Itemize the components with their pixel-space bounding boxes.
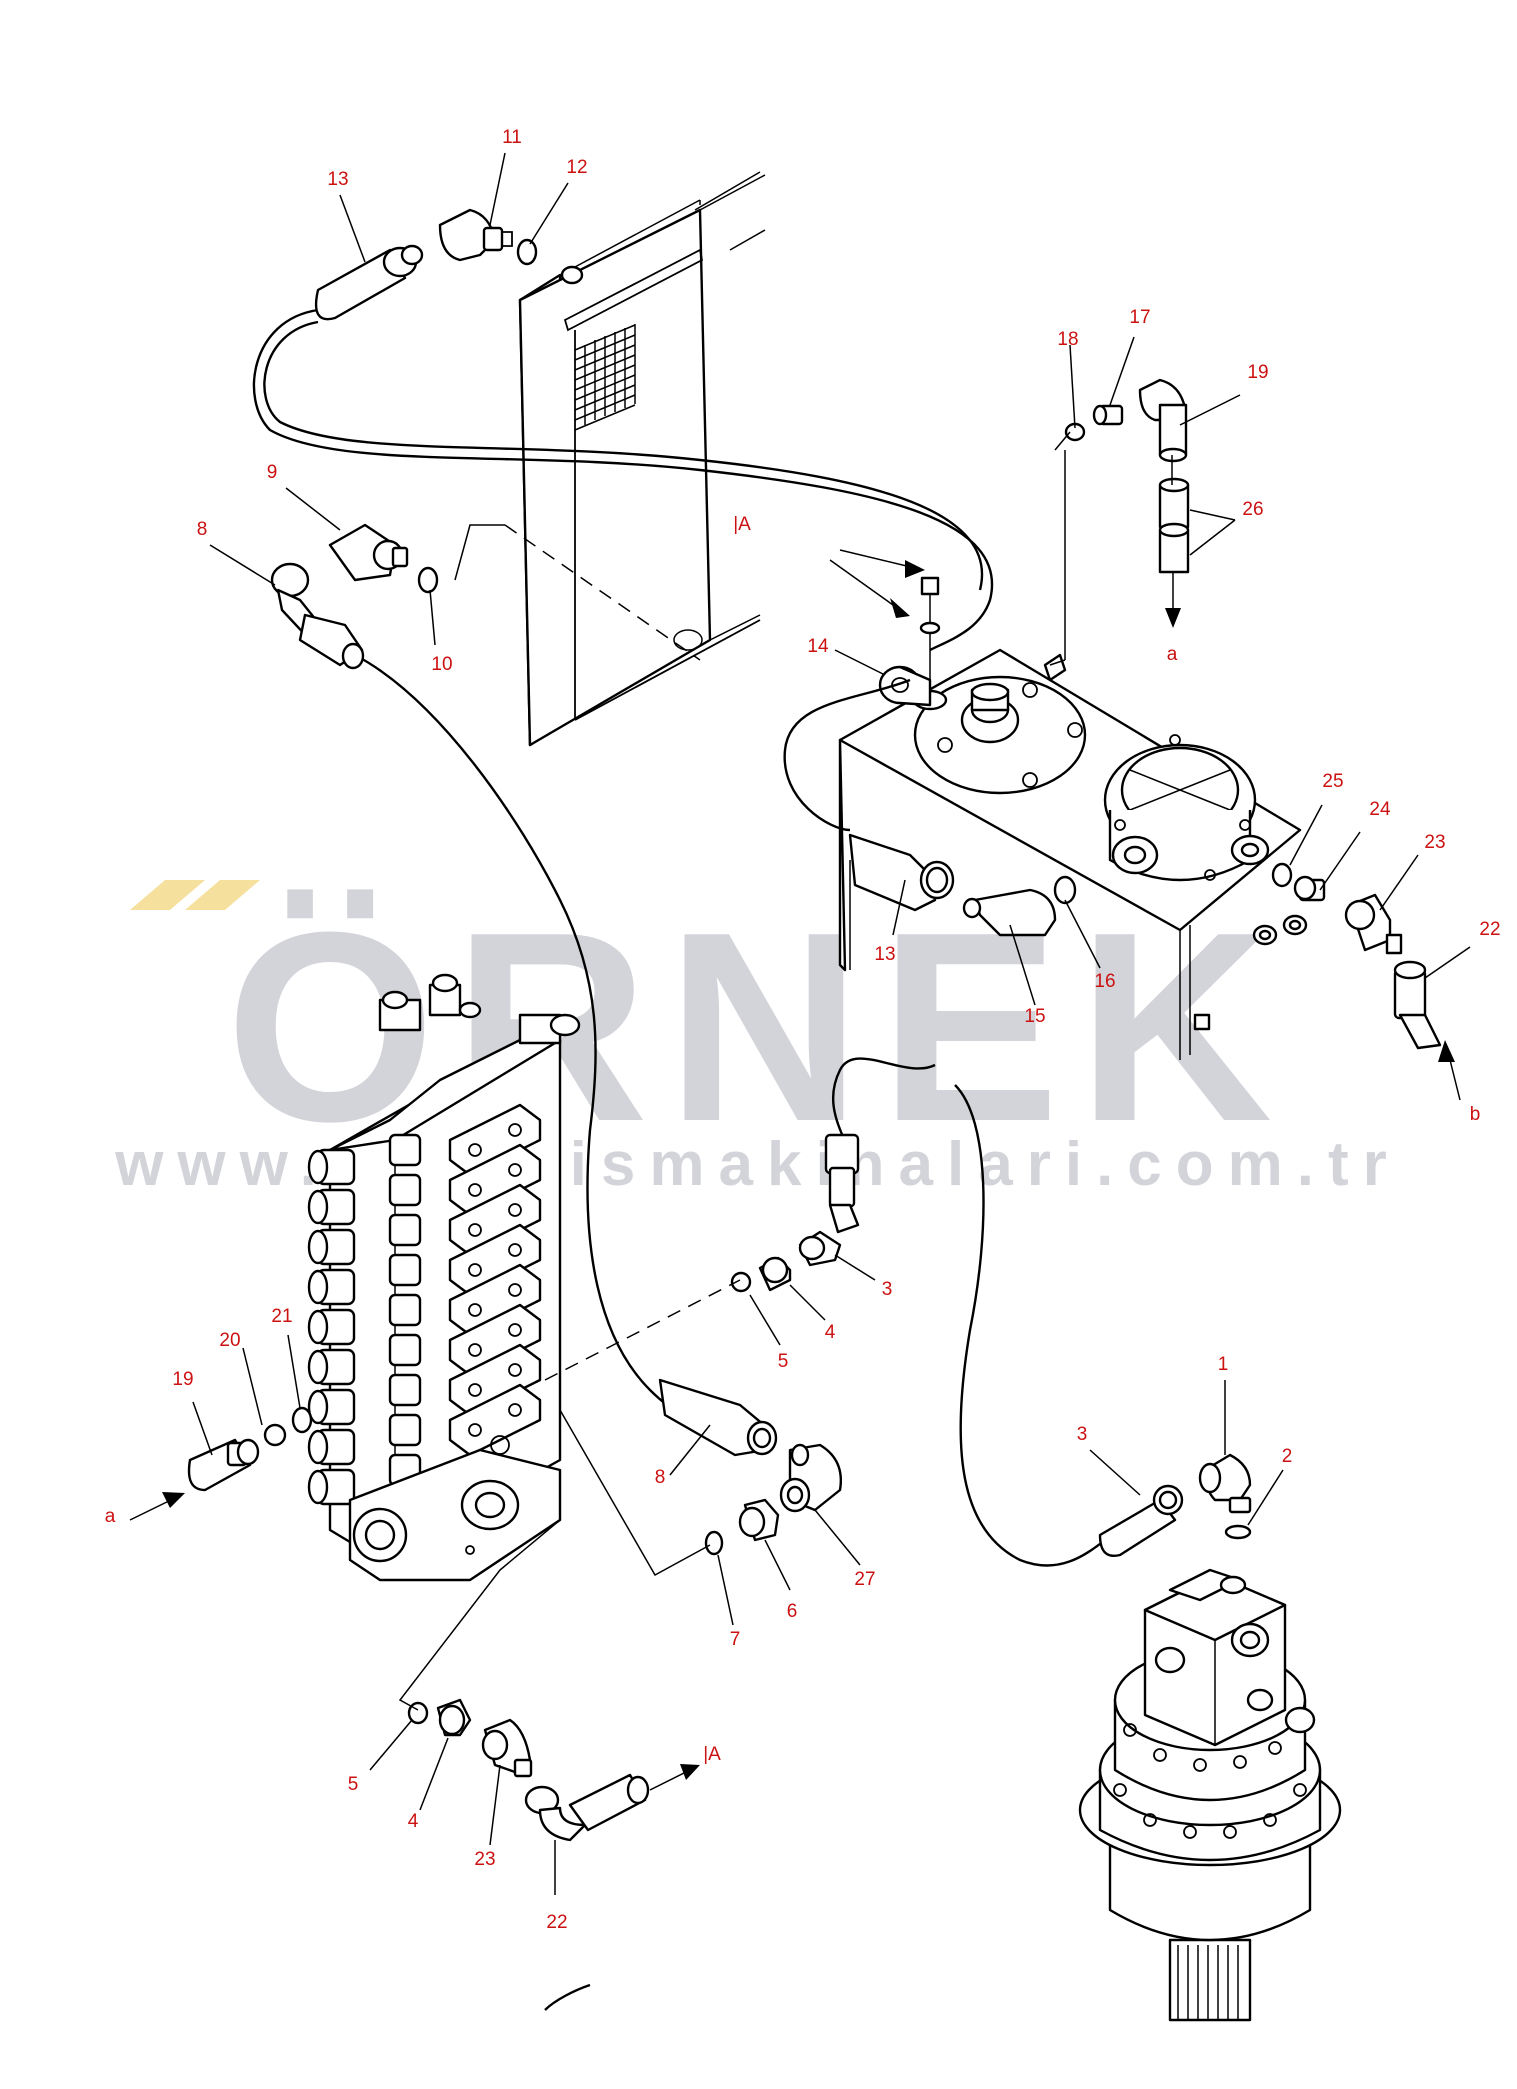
fitting-group-top-right (1064, 378, 1190, 628)
fitting-group-left (129, 1406, 313, 1521)
hose-clamp (878, 665, 932, 707)
watermark-accent-mark (185, 880, 260, 910)
cooler-grille (574, 324, 636, 431)
callout-8: 8 (197, 519, 208, 540)
watermark-url: www.ornekismakinalari.com.tr (114, 1130, 1401, 1199)
callout-27: 27 (854, 1569, 875, 1590)
callout-4: 4 (825, 1322, 836, 1343)
cooler-leader-end (454, 524, 505, 581)
callout-25: 25 (1322, 771, 1343, 792)
callout-14: 14 (807, 636, 829, 657)
callout-3: 3 (882, 1279, 893, 1300)
fitting-group-right (1271, 862, 1461, 1101)
callout-6: 6 (787, 1601, 798, 1622)
callout-18: 18 (1057, 329, 1078, 350)
arrow-to-bolt (829, 549, 925, 618)
cooler-leader (504, 524, 701, 661)
valve-spools (307, 1103, 542, 1506)
callout-19: 19 (1247, 362, 1268, 383)
ref-a-top: a (1167, 644, 1178, 665)
callout-24: 24 (1369, 799, 1391, 820)
callout-23-bottom: 23 (474, 1849, 495, 1870)
callout-22: 22 (1479, 919, 1500, 940)
fitting-group-left-top (270, 523, 439, 670)
fitting-group-motor (1098, 1453, 1252, 1557)
callout-23: 23 (1424, 832, 1445, 853)
hose-end-3 (824, 1133, 860, 1234)
callout-20: 20 (219, 1330, 240, 1351)
watermark-accent-mark (130, 880, 205, 910)
ref-b-right: b (1470, 1104, 1481, 1125)
callout-26: 26 (1242, 499, 1263, 520)
callout-3-motor: 3 (1077, 1424, 1088, 1445)
swing-motor (1078, 1568, 1342, 2022)
ref-A-bottom: |A (703, 1744, 721, 1765)
callout-10: 10 (431, 654, 452, 675)
callout-13-tank: 13 (874, 944, 895, 965)
callout-15: 15 (1024, 1006, 1045, 1027)
callout-13: 13 (327, 169, 348, 190)
hoses (252, 308, 1121, 2011)
callout-8-mid: 8 (655, 1467, 666, 1488)
callout-22-bottom: 22 (546, 1912, 567, 1933)
callout-19-left: 19 (172, 1369, 193, 1390)
callout-2: 2 (1282, 1446, 1293, 1467)
oil-cooler (518, 171, 766, 747)
watermark: ÖRNEK www.ornekismakinalari.com.tr (114, 877, 1401, 1199)
callout-11: 11 (502, 127, 522, 148)
callout-16: 16 (1094, 971, 1115, 992)
callout-7: 7 (730, 1629, 741, 1650)
reference-labels: |A |A a a b (105, 514, 1481, 1765)
callout-numbers: 13 11 12 9 8 10 18 17 19 26 14 25 24 23 … (172, 127, 1500, 1933)
fitting-group-bottom (407, 1698, 700, 1842)
ref-a-left: a (105, 1506, 116, 1527)
callout-5: 5 (778, 1351, 789, 1372)
callout-4-bottom: 4 (408, 1811, 419, 1832)
hydraulic-tank (838, 648, 1308, 1060)
callout-1: 1 (1218, 1354, 1229, 1375)
callout-21: 21 (271, 1306, 292, 1327)
control-valve (307, 973, 581, 1582)
leader-lines (192, 152, 1471, 1895)
callout-5-bottom: 5 (348, 1774, 359, 1795)
fitting-group-lower-middle (658, 1378, 842, 1556)
fitting-group-top (314, 208, 538, 321)
fitting-group-middle (730, 1230, 842, 1293)
callout-12: 12 (566, 157, 587, 178)
ref-A-top: |A (733, 514, 751, 535)
callout-17: 17 (1129, 307, 1150, 328)
callout-9: 9 (267, 462, 278, 483)
fitting-group-tank-left (848, 833, 1077, 937)
